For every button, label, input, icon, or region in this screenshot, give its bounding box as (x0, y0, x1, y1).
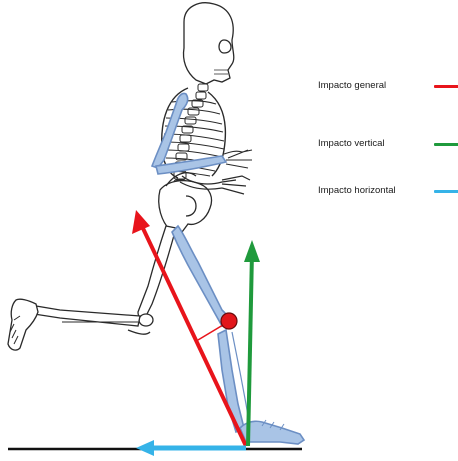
arm-highlighted (152, 93, 226, 174)
legend-label-general: Impacto general (318, 80, 386, 91)
legend-label-horizontal: Impacto horizontal (318, 185, 396, 196)
skull (184, 3, 234, 84)
legend-item-horizontal: Impacto horizontal (318, 185, 396, 196)
legend-swatch-horizontal (434, 190, 458, 193)
horizontal-impact-arrowhead (136, 440, 154, 456)
knee-joint-marker (221, 313, 237, 329)
vertical-impact-arrow-shaft (248, 252, 252, 446)
vertical-impact-arrowhead (244, 240, 260, 262)
hand-front (224, 150, 252, 168)
legend-item-vertical: Impacto vertical (318, 138, 385, 149)
legend-swatch-vertical (434, 143, 458, 146)
general-impact-arrowhead (132, 210, 150, 234)
legend-label-vertical: Impacto vertical (318, 138, 385, 149)
legend-swatch-general (434, 85, 458, 88)
pelvis (159, 173, 212, 232)
legend-item-general: Impacto general (318, 80, 386, 91)
